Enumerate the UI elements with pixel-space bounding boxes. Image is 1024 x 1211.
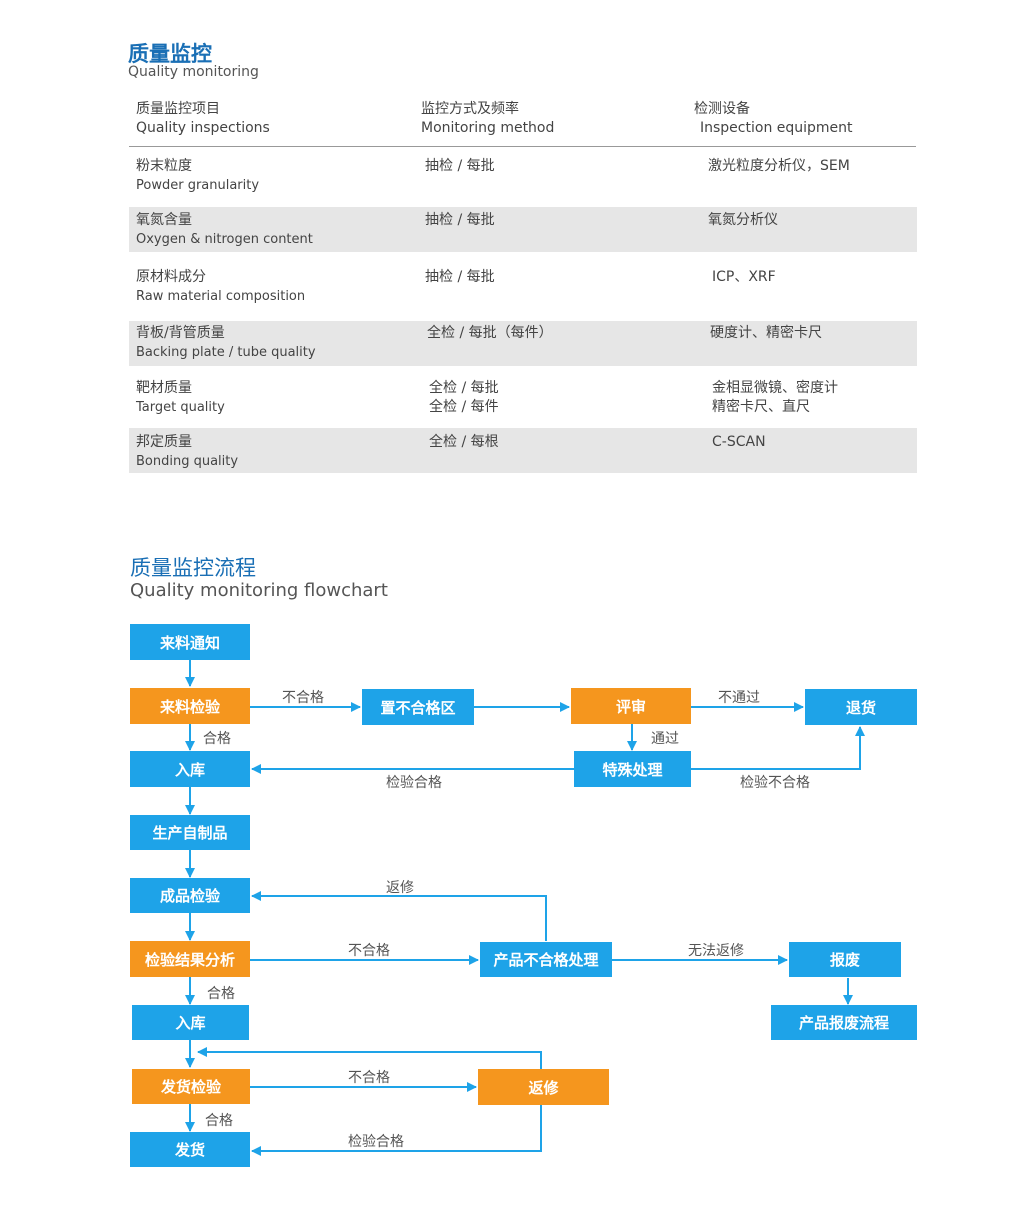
arrow-special-to-return	[691, 726, 865, 770]
arrow-nonconform-to-final	[251, 891, 547, 941]
label-cannot-rework: 无法返修	[688, 943, 744, 959]
node-material-notice: 来料通知	[130, 624, 250, 660]
node-special-treatment: 特殊处理	[574, 751, 691, 787]
table-row-equipment: ICP、XRF	[712, 269, 776, 285]
label-not-pass: 不通过	[718, 690, 760, 706]
node-nonconforming: 产品不合格处理	[480, 942, 612, 977]
row-band-6	[129, 428, 917, 473]
section1-title: 质量监控	[128, 42, 212, 66]
section2-title: 质量监控流程	[130, 556, 256, 580]
node-rework: 返修	[478, 1069, 609, 1105]
header-divider	[129, 146, 916, 147]
label-fail-analysis: 不合格	[348, 943, 390, 959]
label-fail-shipping: 不合格	[348, 1070, 390, 1086]
table-row-method: 全检 / 每批全检 / 每件	[429, 380, 499, 415]
row-band-4	[129, 321, 917, 366]
table-row-equipment: 金相显微镜、密度计精密卡尺、直尺	[712, 380, 838, 415]
table-row-method: 全检 / 每根	[429, 434, 499, 450]
node-incoming-inspection: 来料检验	[130, 688, 250, 724]
node-scrap-process: 产品报废流程	[771, 1005, 917, 1040]
table-row-equipment: 氧氮分析仪	[708, 212, 778, 228]
table-row-method: 抽检 / 每批	[425, 158, 495, 174]
label-insp-ok-rework: 检验合格	[348, 1134, 404, 1150]
label-fail-incoming: 不合格	[282, 690, 324, 706]
table-row-method: 全检 / 每批（每件）	[427, 325, 553, 341]
node-return-goods: 退货	[805, 689, 917, 725]
node-result-analysis: 检验结果分析	[130, 941, 250, 977]
node-storage-1: 入库	[130, 751, 250, 787]
row-band-2	[129, 207, 917, 252]
node-storage-2: 入库	[132, 1005, 249, 1040]
node-scrap: 报废	[789, 942, 901, 977]
node-reject-area: 置不合格区	[362, 689, 474, 725]
arrow-rework-to-shipinsp-loop	[197, 1047, 542, 1069]
node-review: 评审	[571, 688, 691, 724]
label-rework-final: 返修	[386, 880, 414, 896]
table-row-method: 抽检 / 每批	[425, 212, 495, 228]
table-row-method: 抽检 / 每批	[425, 269, 495, 285]
section1-subtitle: Quality monitoring	[128, 64, 259, 80]
table-row-equipment: C-SCAN	[712, 434, 766, 450]
label-pass-analysis: 合格	[207, 986, 235, 1002]
table-row-equipment: 激光粒度分析仪，SEM	[708, 158, 850, 174]
node-shipping-inspection: 发货检验	[132, 1069, 250, 1104]
section2-subtitle: Quality monitoring flowchart	[130, 580, 388, 601]
node-production: 生产自制品	[130, 815, 250, 850]
label-pass-incoming: 合格	[203, 731, 231, 747]
label-pass-review: 通过	[651, 731, 679, 747]
table-row-equipment: 硬度计、精密卡尺	[710, 325, 822, 341]
node-ship: 发货	[130, 1132, 250, 1167]
label-insp-fail: 检验不合格	[740, 775, 810, 791]
arrow-rework-to-ship	[251, 1105, 542, 1156]
label-pass-shipping: 合格	[205, 1113, 233, 1129]
node-final-inspection: 成品检验	[130, 878, 250, 913]
label-insp-ok-special: 检验合格	[386, 775, 442, 791]
